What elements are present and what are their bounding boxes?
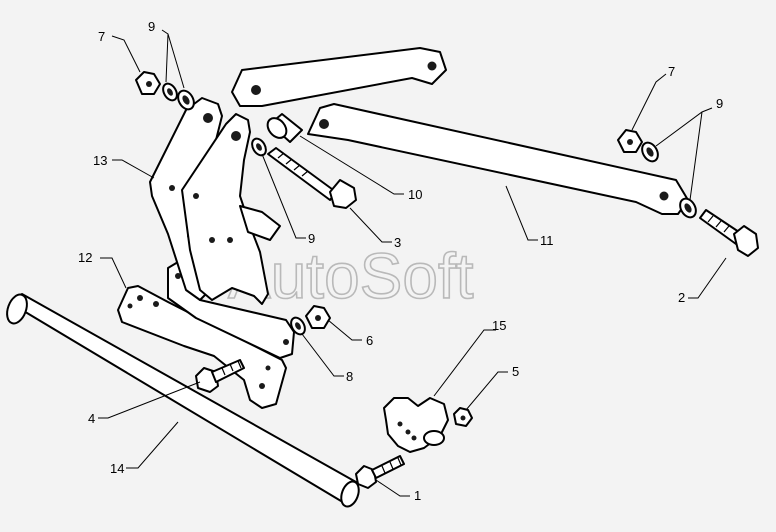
callout-12: 12 <box>78 250 92 265</box>
nut-washers-top-right <box>617 129 697 219</box>
callout-labels: 7 9 13 12 4 14 9 10 3 11 6 8 5 15 1 2 7 … <box>78 19 723 503</box>
bolt-1 <box>355 455 405 489</box>
bolt-4 <box>195 359 245 393</box>
callout-9-left: 9 <box>148 19 155 34</box>
upper-link-bar <box>231 47 447 107</box>
bolt-2 <box>699 209 759 257</box>
nut-washers-top-left <box>135 71 195 111</box>
callout-1: 1 <box>414 488 421 503</box>
callout-7-left: 7 <box>98 29 105 44</box>
callout-7-right: 7 <box>668 64 675 79</box>
callout-8: 8 <box>346 369 353 384</box>
callout-9-right: 9 <box>716 96 723 111</box>
callout-15: 15 <box>492 318 506 333</box>
watermark: AutoSoft <box>228 240 474 312</box>
nut-5 <box>453 407 473 427</box>
callout-13: 13 <box>93 153 107 168</box>
clamp-15 <box>383 397 449 453</box>
callout-11: 11 <box>540 233 554 248</box>
callout-10: 10 <box>408 187 422 202</box>
callout-9-mid: 9 <box>308 231 315 246</box>
washer-8-nut-6 <box>290 305 331 336</box>
round-bar-14 <box>6 293 360 508</box>
link-bar-11 <box>307 103 689 215</box>
callout-3: 3 <box>394 235 401 250</box>
bolt-3 <box>267 147 357 209</box>
callout-5: 5 <box>512 364 519 379</box>
callout-4: 4 <box>88 411 95 426</box>
leader-lines <box>98 29 727 497</box>
bushing-10 <box>266 113 303 143</box>
callout-14: 14 <box>110 461 124 476</box>
bracket-13 <box>149 97 295 359</box>
callout-6: 6 <box>366 333 373 348</box>
callout-2: 2 <box>678 290 685 305</box>
